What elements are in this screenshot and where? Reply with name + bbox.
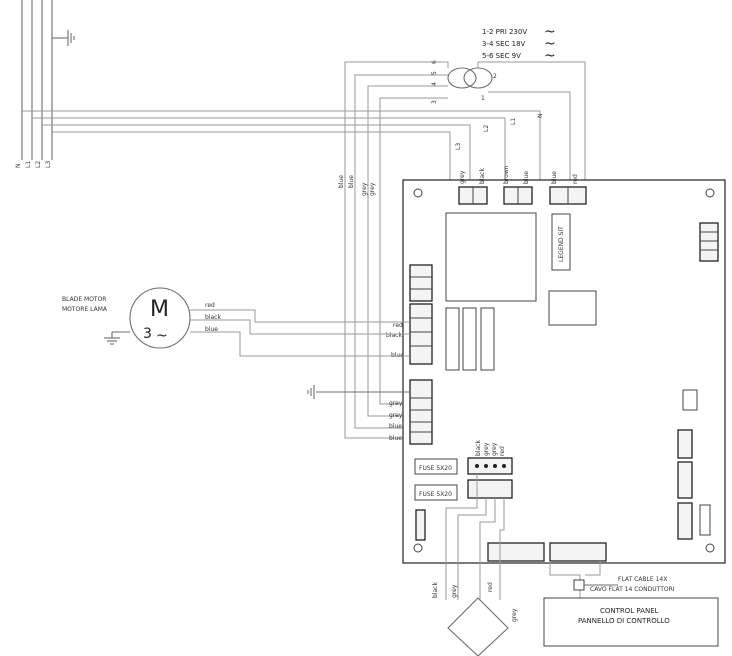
ac-symbol-2: ~ bbox=[544, 36, 556, 52]
drop-label-l1: L1 bbox=[510, 118, 517, 125]
motor-letter: M bbox=[150, 297, 169, 322]
bus-label-l2: L2 bbox=[35, 161, 42, 168]
rect-wire-grey-1: grey bbox=[483, 442, 490, 456]
relay-label: LEGEND SIT bbox=[558, 226, 565, 262]
earth-symbol-top bbox=[52, 30, 75, 46]
mains-feeders: L3 L2 L1 N bbox=[22, 110, 544, 185]
transformer-pin-5: 5 bbox=[431, 71, 438, 75]
transformer-pin-4: 4 bbox=[431, 82, 438, 86]
bottom-wire-black: black bbox=[432, 582, 439, 598]
bus-label-n: N bbox=[15, 164, 22, 169]
bus-label-l3: L3 bbox=[45, 161, 52, 168]
bottom-wire-grey: grey bbox=[451, 584, 458, 598]
side-wire-grey-2: grey bbox=[369, 182, 376, 196]
top-wire-grey: grey bbox=[459, 170, 466, 184]
left-input-grey-2: grey bbox=[389, 412, 403, 419]
drop-label-l2: L2 bbox=[483, 125, 490, 132]
transformer-spec-1: 1-2 PRI 230V bbox=[482, 28, 527, 36]
left-input-black: black bbox=[386, 332, 402, 339]
drop-label-l3: L3 bbox=[455, 143, 462, 150]
fuse-label-1: FUSE 5X20 bbox=[419, 465, 452, 472]
flat-cable-label-1: FLAT CABLE 14X bbox=[618, 576, 667, 583]
side-wire-blue-1: blue bbox=[338, 175, 345, 188]
transformer-spec-2: 3-4 SEC 18V bbox=[482, 40, 526, 48]
control-panel-label-2: PANNELLO DI CONTROLLO bbox=[578, 617, 670, 625]
top-wire-black: black bbox=[479, 168, 486, 184]
transformer-pin-1: 1 bbox=[481, 95, 485, 102]
left-input-blue-2: blue bbox=[389, 423, 402, 430]
motor-wire-blue: blue bbox=[205, 326, 218, 333]
control-panel: FLAT CABLE 14X CAVO FLAT 14 CONDUTTORI C… bbox=[543, 561, 719, 647]
drop-label-n: N bbox=[537, 114, 544, 119]
ac-symbol-3: ~ bbox=[544, 48, 556, 64]
top-wire-red: red bbox=[572, 174, 579, 184]
top-wire-brown: brown bbox=[503, 165, 510, 184]
bus-label-l1: L1 bbox=[25, 161, 32, 168]
motor-wire-black: black bbox=[205, 314, 221, 321]
rect-wire-black: black bbox=[475, 440, 482, 456]
top-wire-blue-2: blue bbox=[551, 171, 558, 184]
transformer-pin-3: 3 bbox=[431, 100, 438, 104]
left-input-blue-3: blue bbox=[389, 435, 402, 442]
bottom-wire-grey-2: grey bbox=[511, 608, 518, 622]
rect-wire-grey-2: grey bbox=[491, 442, 498, 456]
top-wire-blue: blue bbox=[523, 171, 530, 184]
motor-ac-symbol: ~ bbox=[156, 328, 168, 344]
ac-symbol-1: ~ bbox=[544, 24, 556, 40]
bottom-wire-red: red bbox=[487, 582, 494, 592]
earth-symbol-board bbox=[307, 385, 410, 399]
rect-wire-red: red bbox=[499, 446, 506, 456]
side-wire-grey-1: grey bbox=[361, 182, 368, 196]
left-input-grey-1: grey bbox=[389, 400, 403, 407]
fuse-label-2: FUSE 5X20 bbox=[419, 491, 452, 498]
transformer: 1 2 3 4 5 6 1-2 PRI 230V 3-4 SEC 18V 5-6… bbox=[344, 24, 586, 439]
motor-phase: 3 bbox=[143, 326, 152, 342]
mains-bus: N L1 L2 L3 bbox=[15, 0, 75, 169]
blade-motor: M 3 ~ BLADE MOTOR MOTORE LAMA red black … bbox=[62, 287, 410, 357]
bridge-rectifier: black grey red grey bbox=[432, 474, 518, 656]
left-input-red: red bbox=[393, 322, 403, 329]
transformer-spec-3: 5-6 SEC 9V bbox=[482, 52, 521, 60]
motor-label-2: MOTORE LAMA bbox=[62, 306, 108, 313]
flat-cable-label-2: CAVO FLAT 14 CONDUTTORI bbox=[590, 586, 675, 593]
motor-label-1: BLADE MOTOR bbox=[62, 296, 106, 303]
transformer-pin-2: 2 bbox=[493, 73, 497, 80]
control-board: grey black brown blue blue red LEGEND SI… bbox=[386, 165, 726, 564]
side-wire-blue-2: blue bbox=[348, 175, 355, 188]
control-panel-label-1: CONTROL PANEL bbox=[600, 607, 659, 615]
motor-wire-red: red bbox=[205, 302, 215, 309]
